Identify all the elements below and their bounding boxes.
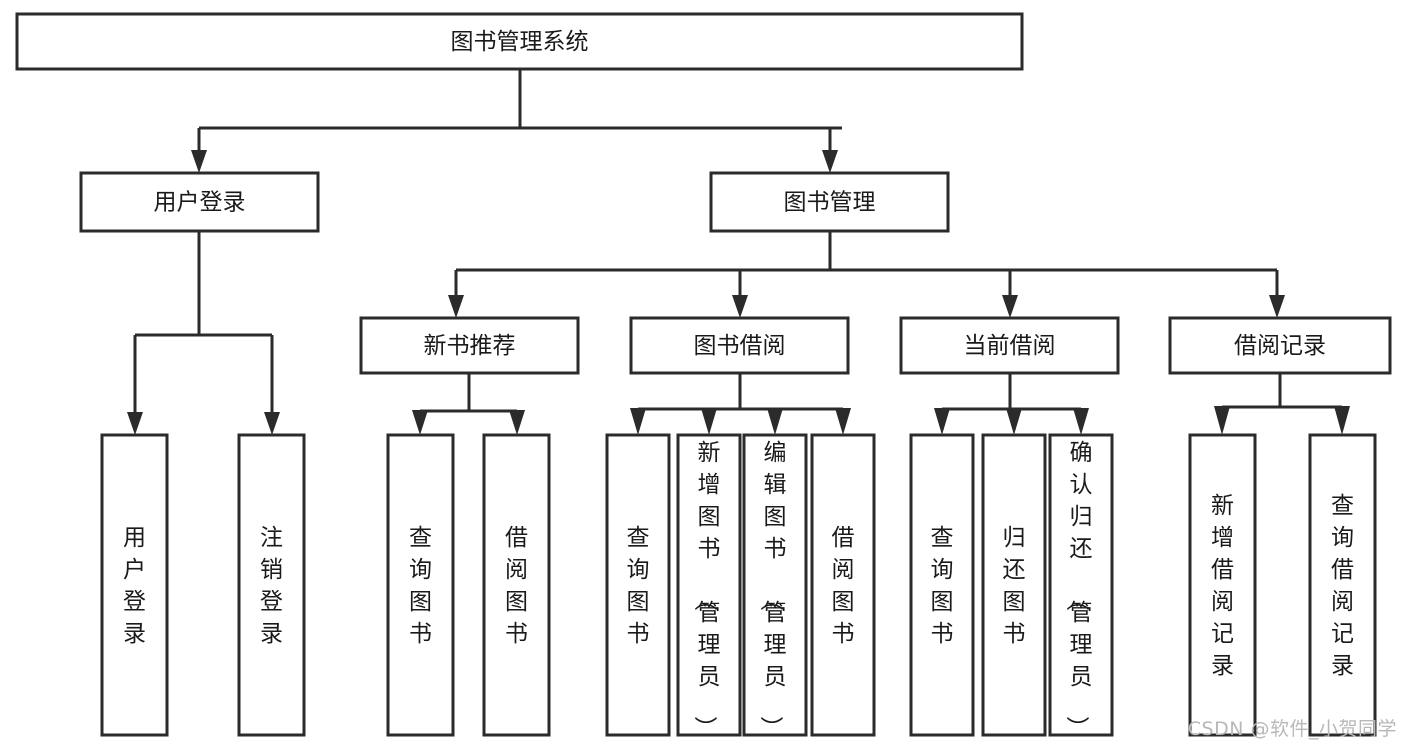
connector-group-book-borrow (630, 373, 851, 435)
node-label-user-login: 用户登录 (154, 190, 246, 216)
arrowhead-leaf-query-record (1334, 406, 1350, 435)
arrowhead-leaf-user-login (127, 412, 143, 435)
node-label-leaf-borrow-book-2: 借阅图书 (832, 525, 855, 647)
node-box-leaf-add-record (1188, 433, 1257, 737)
node-label-leaf-confirm-return: 确认归还（管理员） (1064, 440, 1093, 739)
arrowhead-leaf-edit-book (767, 408, 783, 435)
node-box-leaf-edit-book (742, 433, 808, 737)
node-label-leaf-add-record: 新增借阅记录 (1211, 493, 1234, 679)
arrowhead-leaf-borrow-book-2 (835, 408, 851, 435)
node-label-leaf-borrow-book-1: 借阅图书 (505, 525, 528, 647)
node-book-manage[interactable]: 图书管理 (709, 171, 950, 233)
node-box-leaf-add-book (676, 433, 742, 737)
node-label-leaf-add-book: 新增图书（管理员） (692, 440, 721, 739)
node-box-current-borrow (899, 316, 1120, 375)
node-box-leaf-query-book-2 (605, 433, 671, 737)
node-box-leaf-query-book-1 (386, 433, 455, 737)
node-label-leaf-query-book-1: 查询图书 (409, 525, 432, 647)
node-leaf-query-record[interactable]: 查询借阅记录 (1308, 433, 1377, 737)
connector-group-current-borrow (934, 373, 1089, 435)
node-leaf-edit-book[interactable]: 编辑图书（管理员） (742, 433, 808, 739)
node-leaf-borrow-book-1[interactable]: 借阅图书 (482, 433, 551, 737)
node-box-leaf-borrow-book-1 (482, 433, 551, 737)
node-label-current-borrow: 当前借阅 (964, 333, 1056, 359)
arrowhead-borrow-record (1269, 295, 1285, 318)
node-current-borrow[interactable]: 当前借阅 (899, 316, 1120, 375)
arrowhead-leaf-confirm-return (1073, 408, 1089, 435)
node-label-leaf-return-book: 归还图书 (1003, 525, 1026, 647)
node-label-new-book-recommend: 新书推荐 (424, 333, 516, 359)
node-leaf-add-book[interactable]: 新增图书（管理员） (676, 433, 742, 739)
node-leaf-borrow-book-2[interactable]: 借阅图书 (810, 433, 876, 737)
node-label-book-borrow: 图书借阅 (694, 333, 786, 359)
node-label-leaf-query-book-2: 查询图书 (627, 525, 650, 647)
arrowhead-leaf-return-book (1006, 408, 1022, 435)
arrowhead-book-manage (822, 150, 838, 173)
connector-group-book-manage (448, 231, 1285, 318)
node-label-leaf-query-record: 查询借阅记录 (1331, 493, 1354, 679)
arrowhead-user-login (191, 150, 207, 173)
node-box-leaf-logout-login (237, 433, 306, 737)
node-box-leaf-user-login (100, 433, 169, 737)
node-label-root: 图书管理系统 (451, 29, 589, 55)
node-box-user-login (79, 171, 320, 233)
arrowhead-current-borrow (1002, 295, 1018, 318)
node-leaf-add-record[interactable]: 新增借阅记录 (1188, 433, 1257, 737)
node-label-leaf-query-book-3: 查询图书 (931, 525, 954, 647)
connector-group-borrow-record (1214, 373, 1350, 435)
arrowhead-leaf-query-book-2 (630, 408, 646, 435)
node-box-leaf-return-book (981, 433, 1047, 737)
arrowhead-leaf-add-book (701, 408, 717, 435)
arrowhead-leaf-add-record (1214, 406, 1230, 435)
connector-group-root (191, 69, 842, 173)
node-box-book-manage (709, 171, 950, 233)
nodes-layer: 图书管理系统用户登录图书管理新书推荐图书借阅当前借阅借阅记录用户登录注销登录查询… (15, 12, 1392, 739)
arrowhead-leaf-borrow-book-1 (509, 410, 525, 435)
node-root[interactable]: 图书管理系统 (15, 12, 1024, 71)
node-new-book-recommend[interactable]: 新书推荐 (359, 316, 580, 375)
node-box-borrow-record (1168, 316, 1392, 375)
connector-group-new-book-recommend (412, 373, 525, 435)
arrowhead-leaf-logout-login (264, 412, 280, 435)
node-book-borrow[interactable]: 图书借阅 (629, 316, 850, 375)
node-borrow-record[interactable]: 借阅记录 (1168, 316, 1392, 375)
connector-group-user-login (127, 231, 280, 435)
node-label-leaf-edit-book: 编辑图书（管理员） (758, 440, 787, 739)
node-box-leaf-borrow-book-2 (810, 433, 876, 737)
node-leaf-return-book[interactable]: 归还图书 (981, 433, 1047, 737)
arrowhead-new-book-recommend (448, 295, 464, 318)
node-user-login[interactable]: 用户登录 (79, 171, 320, 233)
node-leaf-confirm-return[interactable]: 确认归还（管理员） (1048, 433, 1114, 739)
node-box-leaf-query-record (1308, 433, 1377, 737)
node-leaf-query-book-2[interactable]: 查询图书 (605, 433, 671, 737)
arrowhead-leaf-query-book-3 (934, 408, 950, 435)
node-box-book-borrow (629, 316, 850, 375)
node-box-new-book-recommend (359, 316, 580, 375)
arrowhead-leaf-query-book-1 (412, 410, 428, 435)
node-box-leaf-confirm-return (1048, 433, 1114, 737)
node-label-leaf-logout-login: 注销登录 (260, 525, 283, 647)
node-label-borrow-record: 借阅记录 (1234, 333, 1326, 359)
node-leaf-user-login[interactable]: 用户登录 (100, 433, 169, 737)
node-box-leaf-query-book-3 (909, 433, 975, 737)
node-leaf-query-book-1[interactable]: 查询图书 (386, 433, 455, 737)
node-box-root (15, 12, 1024, 71)
node-leaf-query-book-3[interactable]: 查询图书 (909, 433, 975, 737)
node-label-book-manage: 图书管理 (784, 190, 876, 216)
node-label-leaf-user-login: 用户登录 (123, 525, 146, 647)
arrowhead-book-borrow (732, 295, 748, 318)
node-leaf-logout-login[interactable]: 注销登录 (237, 433, 306, 737)
